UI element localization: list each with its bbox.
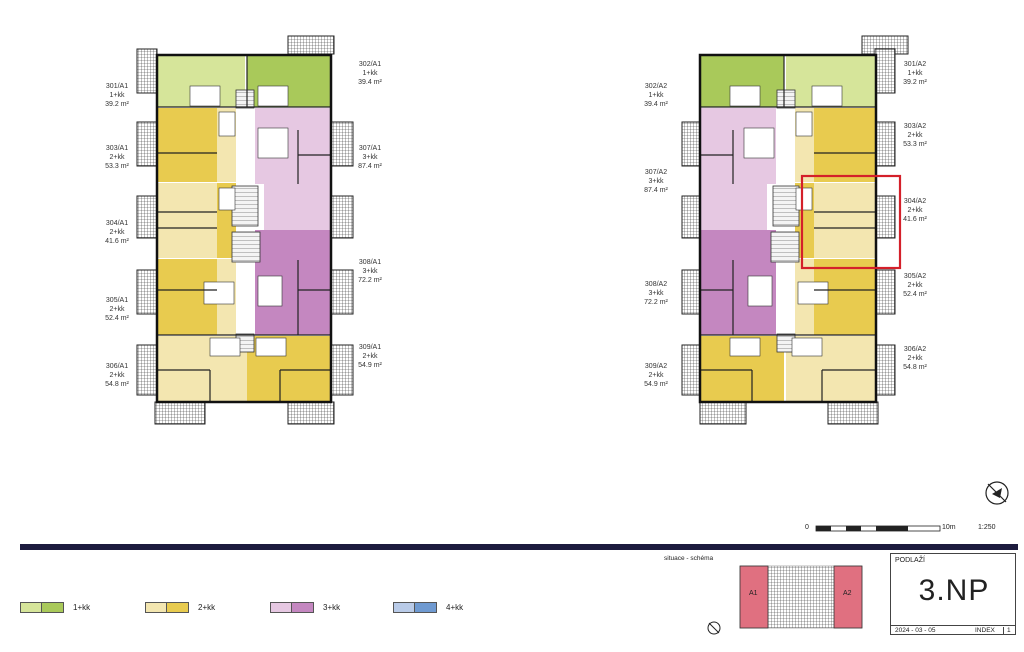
legend-label: 4+kk	[446, 602, 464, 612]
podlazi-label: PODLAŽÍ	[895, 557, 925, 564]
scale-start: 0	[805, 524, 809, 531]
legend-swatch-dark	[292, 601, 314, 613]
legend-swatch-dark	[167, 601, 189, 613]
block-a2-label: A2	[843, 590, 852, 597]
legend-swatch-light	[20, 601, 42, 613]
building-a1	[136, 35, 354, 425]
divider-bar	[20, 544, 1018, 550]
situace-schema	[739, 565, 863, 629]
north-arrow-icon	[985, 481, 1009, 505]
legend-swatch-light	[145, 601, 167, 613]
legend-4kk: 4+kk	[393, 601, 463, 613]
legend-label: 1+kk	[73, 602, 91, 612]
index-value: 1	[1003, 627, 1011, 634]
index-label: INDEX	[975, 627, 995, 634]
floor-number: 3.NP	[918, 574, 990, 607]
title-block: PODLAŽÍ 3.NP 2024 - 03 - 05 INDEX 1	[890, 553, 1016, 635]
legend-swatch-dark	[42, 601, 64, 613]
legend-swatch-light	[270, 601, 292, 613]
legend-label: 3+kk	[323, 602, 341, 612]
legend-swatch-light	[393, 601, 415, 613]
scale-end: 10m	[942, 524, 956, 531]
building-a2	[681, 35, 909, 425]
legend-label: 2+kk	[198, 602, 216, 612]
legend-3kk: 3+kk	[270, 601, 340, 613]
north-arrow-small-icon	[707, 621, 721, 635]
highlight-box	[800, 174, 902, 270]
date-row: 2024 - 03 - 05 INDEX 1	[891, 625, 1015, 636]
scale-ratio: 1:250	[978, 524, 996, 531]
legend-swatch-dark	[415, 601, 437, 613]
legend-1kk: 1+kk	[20, 601, 90, 613]
legend-2kk: 2+kk	[145, 601, 215, 613]
scale-bar	[815, 525, 941, 532]
situace-caption: situace - schéma	[664, 555, 714, 562]
block-a1-label: A1	[749, 590, 758, 597]
date: 2024 - 03 - 05	[895, 627, 936, 634]
